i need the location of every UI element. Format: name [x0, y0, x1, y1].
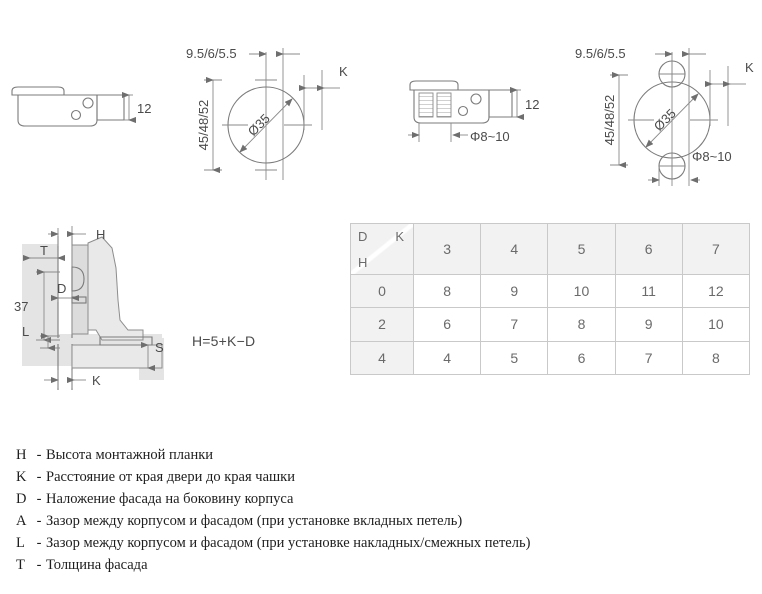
table-cell: 10: [681, 307, 751, 342]
dim-depth-12-inset: 12: [137, 101, 151, 116]
table-row-header: 2: [350, 307, 414, 342]
legend-item: L - Зазор между корпусом и фасадом (при …: [16, 532, 716, 554]
dim-t-section: T: [40, 243, 48, 258]
legend-description: Толщина фасада: [46, 557, 148, 573]
legend-key: L: [16, 535, 25, 551]
legend-description: Зазор между корпусом и фасадом (при уста…: [46, 513, 463, 529]
legend-description: Наложение фасада на боковину корпуса: [46, 491, 294, 507]
table-cell: 6: [412, 307, 482, 342]
legend-key: H: [16, 447, 27, 463]
dim-37-section: 37: [14, 299, 28, 314]
table-cell: 6: [547, 340, 616, 376]
dim-l-section: L: [22, 324, 29, 339]
table-cell: 10: [547, 273, 616, 309]
view-hole-pattern-inset: 9.5/6/5.5 45/48/52 Ø35 K: [186, 46, 348, 180]
legend: H - Высота монтажной планки K - Расстоян…: [16, 444, 716, 576]
legend-item: K - Расстояние от края двери до края чаш…: [16, 466, 716, 488]
table-cell: 12: [681, 273, 751, 309]
table-row: 4 4 5 6 7 8: [350, 340, 751, 376]
formula-text: H=5+K−D: [192, 333, 256, 349]
dim-spacing-screwin: 45/48/52: [602, 95, 617, 146]
table-cell: 8: [547, 307, 616, 342]
table-col-header: 7: [681, 223, 751, 275]
table-header-row: D K H 3 4 5 6 7: [350, 223, 751, 275]
legend-dash: -: [36, 513, 42, 529]
dim-cup-diameter-inset: Ø35: [245, 111, 273, 139]
dim-depth-12-screwin: 12: [525, 97, 539, 112]
table-col-header: 5: [547, 223, 616, 275]
dim-spacing-inset: 45/48/52: [196, 100, 211, 151]
table-cell: 8: [681, 340, 751, 376]
legend-key: T: [16, 557, 25, 573]
spec-table: D K H 3 4 5 6 7 0 8 9 10: [350, 223, 751, 376]
dim-h-section: H: [96, 227, 105, 242]
table-col-header: 6: [614, 223, 683, 275]
legend-key: D: [16, 491, 27, 507]
table-corner-cell: D K H: [350, 223, 414, 275]
table-row-header: 4: [350, 340, 414, 376]
dim-d-section: D: [57, 281, 66, 296]
table-cell: 8: [412, 273, 482, 309]
table-col-header: 3: [412, 223, 482, 275]
table-cell: 9: [614, 307, 683, 342]
table-cell: 7: [480, 307, 549, 342]
legend-dash: -: [36, 535, 42, 551]
legend-dash: -: [36, 491, 42, 507]
legend-item: A - Зазор между корпусом и фасадом (при …: [16, 510, 716, 532]
table-cell: 9: [480, 273, 549, 309]
legend-key: A: [16, 513, 27, 529]
view-hinge-side-inset: 12: [11, 86, 151, 127]
table-cell: 5: [480, 340, 549, 376]
legend-key: K: [16, 469, 27, 485]
dim-screw-hole-screwin: Φ8~10: [470, 129, 510, 144]
table-cell: 11: [614, 273, 683, 309]
dim-cup-diameter-screwin: Ø35: [651, 106, 679, 134]
dim-edge-distance-screwin: 9.5/6/5.5: [575, 46, 626, 61]
table-row-header: 0: [350, 273, 414, 309]
corner-label-k: K: [395, 229, 404, 244]
view-hinge-side-screwin: 12 Φ8~10: [408, 80, 539, 144]
view-hole-pattern-screwin: 9.5/6/5.5 45/48/52 Ø35: [575, 46, 754, 186]
dim-screw-hole-pattern: Φ8~10: [692, 149, 732, 164]
legend-item: H - Высота монтажной планки: [16, 444, 716, 466]
corner-label-h: H: [358, 255, 368, 270]
dim-edge-distance-inset: 9.5/6/5.5: [186, 46, 237, 61]
legend-description: Высота монтажной планки: [46, 447, 214, 463]
dim-k-section: K: [92, 373, 101, 388]
view-hinge-section: H T D 37 L S K: [14, 226, 164, 390]
spec-table-wrapper: D K H 3 4 5 6 7 0 8 9 10: [350, 223, 751, 376]
table-col-header: 4: [480, 223, 549, 275]
legend-dash: -: [36, 447, 42, 463]
table-row: 0 8 9 10 11 12: [350, 273, 751, 309]
legend-dash: -: [36, 557, 42, 573]
dim-k-screwin: K: [745, 60, 754, 75]
corner-label-d: D: [358, 229, 368, 244]
legend-dash: -: [36, 469, 42, 485]
legend-item: T - Толщина фасада: [16, 554, 716, 576]
legend-description: Расстояние от края двери до края чашки: [46, 469, 295, 485]
table-row: 2 6 7 8 9 10: [350, 307, 751, 342]
dim-k-inset: K: [339, 64, 348, 79]
table-cell: 7: [614, 340, 683, 376]
legend-description: Зазор между корпусом и фасадом (при уста…: [46, 535, 531, 551]
dim-s-section: S: [155, 340, 164, 355]
legend-item: D - Наложение фасада на боковину корпуса: [16, 488, 716, 510]
table-cell: 4: [412, 340, 482, 376]
